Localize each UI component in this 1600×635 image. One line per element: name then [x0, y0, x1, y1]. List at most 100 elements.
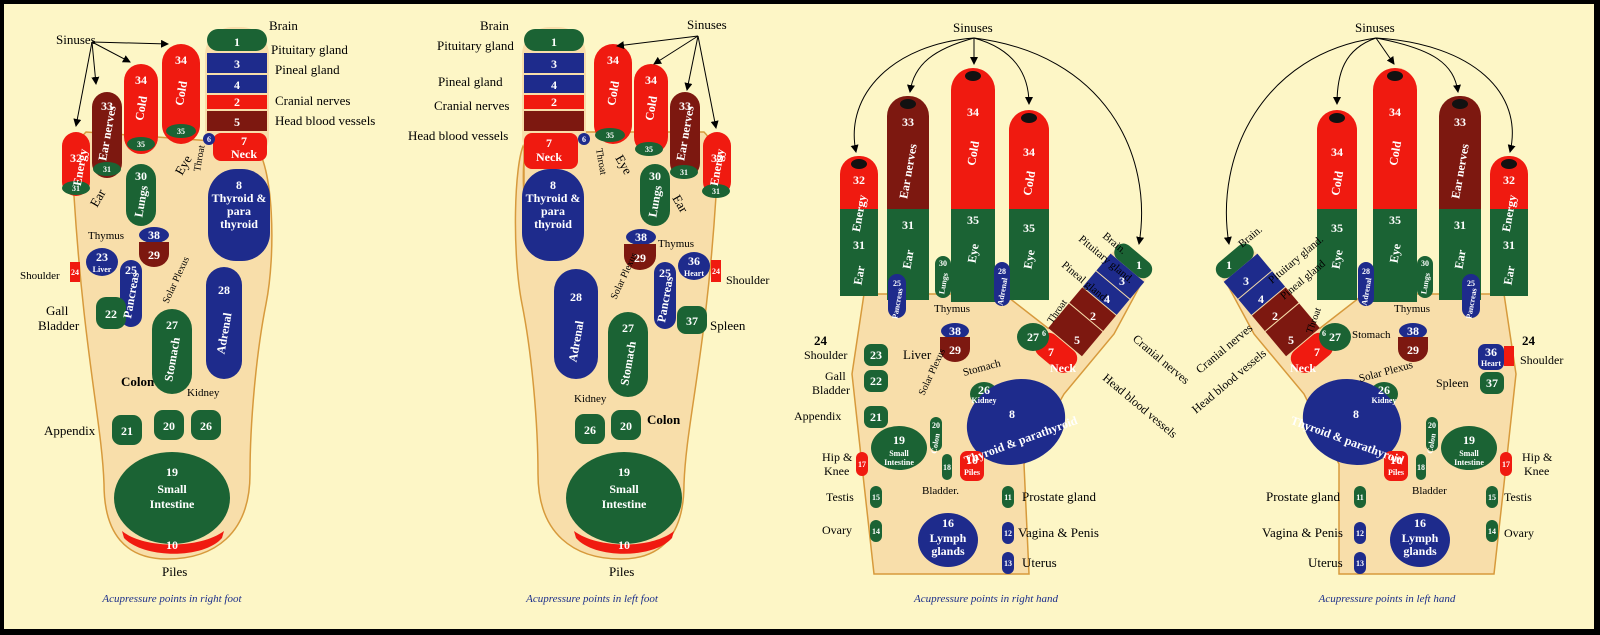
rh-uterus: Uterus	[1022, 555, 1057, 570]
thyroid-zone	[208, 169, 270, 261]
cranial-label: Cranial nerves	[275, 93, 350, 108]
lh-ear-a: Ear	[1451, 248, 1468, 270]
pt-27: 27	[166, 318, 178, 332]
rh-pt-33: 33	[902, 115, 914, 129]
rh-pt-16: 16	[942, 516, 954, 530]
thyroid-label-box: Thyroid & para thyroid	[212, 192, 267, 231]
lh-pt-12: 12	[1356, 529, 1364, 538]
lh-pt-34b: 34	[1389, 105, 1401, 119]
lf-pt-19: 19	[618, 465, 630, 479]
lf-pt-33: 33	[679, 99, 691, 113]
lh-shoulder-num: 24	[1522, 333, 1536, 348]
rh-pt-13: 13	[1004, 559, 1012, 568]
lf-pt-27: 27	[622, 321, 634, 335]
energy-label: Energy	[70, 148, 90, 187]
rh-pt-18: 18	[943, 463, 951, 472]
lf-pt-2: 2	[551, 95, 557, 109]
lh-pt-34a: 34	[1331, 145, 1343, 159]
lf-pt-7: 7	[546, 136, 552, 150]
rh-neck: Neck	[1050, 361, 1076, 375]
toe-4	[92, 92, 122, 178]
lh-pt-33: 33	[1454, 115, 1466, 129]
rh-pt-22: 22	[870, 374, 882, 388]
pt-34b: 34	[175, 53, 187, 67]
pt-26: 26	[200, 419, 212, 433]
rh-pt-34b: 34	[1023, 145, 1035, 159]
lh-pt-4: 4	[1258, 292, 1264, 306]
lh-lymph: Lymph	[1402, 531, 1439, 545]
pt-22: 22	[105, 307, 117, 321]
lf-cold-b: Cold	[642, 95, 660, 122]
left-foot: 1 3 4 2 7 Neck 6 34 34 33 32 Cold Cold E…	[408, 17, 769, 605]
stomach-zone	[152, 309, 192, 394]
lh-glands: glands	[1403, 544, 1437, 558]
lh-pt-30: 30	[1421, 259, 1429, 268]
lf-pt-38: 38	[635, 230, 647, 244]
neck-label: Neck	[231, 147, 257, 161]
pt-6: 6	[207, 135, 211, 144]
lh-pt-31b: 31	[1503, 238, 1515, 252]
pineal-zone	[207, 75, 267, 93]
lf-throat: Throat	[593, 148, 609, 176]
rh-pt-4: 4	[1104, 292, 1110, 306]
pt-8: 8	[236, 178, 242, 192]
lh-cold-a: Cold	[1328, 170, 1346, 197]
left-foot-caption: Acupressure points in left foot	[525, 593, 659, 605]
cranial-zone	[207, 95, 267, 109]
appendix-label: Appendix	[44, 423, 96, 438]
rh-pt-6: 6	[1042, 329, 1046, 338]
lf-pt-25: 25	[659, 266, 671, 280]
right-hand: 32 Energy 33 Ear nerves 34 Cold 34 Cold …	[794, 20, 1193, 605]
rh-vessels: Head blood vessels	[1100, 371, 1180, 441]
lf-shoulder: Shoulder	[726, 273, 769, 287]
rh-pt-20: 20	[932, 421, 940, 430]
rh-lymph: Lymph	[930, 531, 967, 545]
rh-pt-8: 8	[1009, 407, 1015, 421]
lh-pt-6: 6	[1322, 329, 1326, 338]
lh-eye-a: Eye	[1328, 248, 1345, 270]
rh-cold-a: Cold	[964, 140, 982, 167]
acupressure-diagram: 1 3 4 2 5 7 Neck 6 32 33 34 34 31 31 35 …	[20, 17, 1563, 605]
lh-sinuses: Sinuses	[1355, 20, 1395, 35]
rh-ovary: Ovary	[822, 523, 852, 537]
pt-24: 24	[71, 268, 79, 277]
brain-zone	[207, 29, 267, 51]
rh-pt-1: 1	[1136, 258, 1142, 272]
pt-31a: 31	[72, 184, 80, 193]
lf-thyroid-box: Thyroid & para thyroid	[526, 192, 581, 231]
lf-pt-26: 26	[584, 423, 596, 437]
vessels-label: Head blood vessels	[275, 113, 375, 128]
rh-pt-34a: 34	[967, 105, 979, 119]
lf-pt-36: 36	[688, 254, 700, 268]
rh-pt-35b: 35	[1023, 221, 1035, 235]
rh-pt-5: 5	[1074, 333, 1080, 347]
pt-35b: 35	[177, 127, 185, 136]
pt-34a: 34	[135, 73, 147, 87]
lf-spleen: Spleen	[710, 318, 746, 333]
lf-heart: Heart	[684, 269, 704, 278]
rh-bladder2: Bladder.	[922, 485, 959, 497]
pt-20: 20	[163, 419, 175, 433]
pt-3: 3	[234, 57, 240, 71]
lf-cold-a: Cold	[604, 80, 622, 107]
rh-vagina: Vagina & Penis	[1018, 525, 1099, 540]
pt-32: 32	[70, 151, 82, 165]
lf-brain: Brain	[480, 18, 509, 33]
rh-appendix: Appendix	[794, 409, 841, 423]
lungs-label: Lungs	[131, 184, 150, 218]
lh-uterus: Uterus	[1308, 555, 1343, 570]
lf-vessels: Head blood vessels	[408, 128, 508, 143]
rh-pt-31a: 31	[853, 238, 865, 252]
left-hand-caption: Acupressure points in left hand	[1318, 593, 1456, 605]
brain-label: Brain	[269, 18, 298, 33]
lf-colon: Colon	[647, 412, 681, 427]
lf-pt-8: 8	[550, 178, 556, 192]
lh-pt-14: 14	[1488, 527, 1496, 536]
lh-pt-15: 15	[1488, 493, 1496, 502]
lh-stomach: Stomach	[1352, 329, 1391, 341]
rh-piles: Piles	[964, 468, 980, 477]
rh-intestine: Intestine	[884, 458, 914, 467]
thymus-label: Thymus	[88, 230, 124, 242]
rh-cranial: Cranial nerves	[1130, 332, 1193, 388]
toe-2	[162, 44, 200, 144]
